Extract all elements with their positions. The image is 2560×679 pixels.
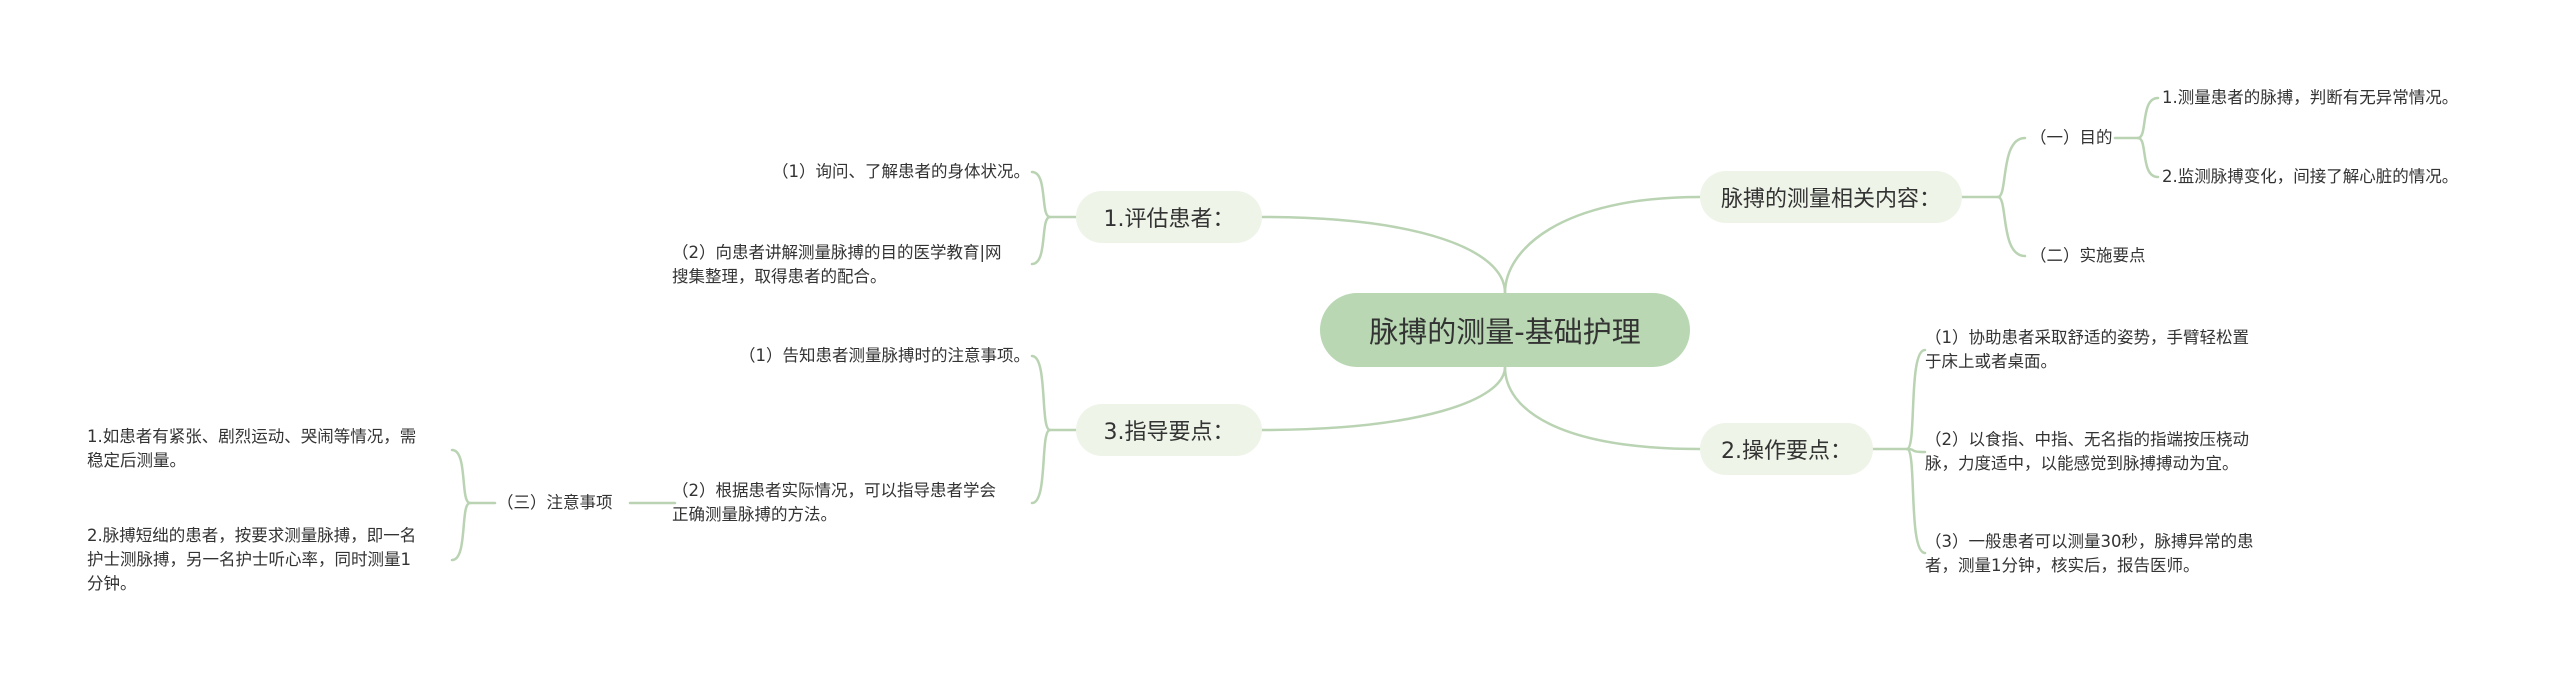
leaf-notes-1[interactable]: 1.如患者有紧张、剧烈运动、哭闹等情况，需 稳定后测量。 xyxy=(87,425,416,473)
connector-operate-3 xyxy=(1905,447,1927,555)
leaf-notes-2-line-3: 分钟。 xyxy=(87,574,137,593)
connector-notes-2 xyxy=(450,501,472,562)
connector-guide-2 xyxy=(1030,428,1052,505)
leaf-purpose-1-label: 1.测量患者的脉搏，判断有无异常情况。 xyxy=(2162,88,2459,107)
leaf-op-3-line-1: （3）一般患者可以测量30秒，脉搏异常的患 xyxy=(1925,532,2254,551)
branch-operate[interactable]: 2.操作要点： xyxy=(1700,423,1873,475)
branch-guide-label: 3.指导要点： xyxy=(1103,420,1235,445)
branch-content[interactable]: 脉搏的测量相关内容： xyxy=(1700,171,1962,223)
leaf-notes-label: （三）注意事项 xyxy=(497,493,613,512)
leaf-purpose-2[interactable]: 2.监测脉搏变化，间接了解心脏的情况。 xyxy=(2162,165,2458,189)
connector-operate-1 xyxy=(1905,348,1927,451)
branch-operate-label: 2.操作要点： xyxy=(1721,439,1852,464)
leaf-guide-2[interactable]: （2）根据患者实际情况，可以指导患者学会 正确测量脉搏的方法。 xyxy=(672,479,996,527)
connector-purpose-1 xyxy=(2136,96,2160,140)
leaf-guide-1[interactable]: （1）告知患者测量脉搏时的注意事项。 xyxy=(660,344,1030,368)
leaf-implement-label: （二）实施要点 xyxy=(2030,246,2146,265)
connector-content-purpose xyxy=(1996,136,2027,199)
leaf-assess-2-line-2: 搜集整理，取得患者的配合。 xyxy=(672,267,887,286)
connector-assess-2 xyxy=(1030,215,1052,266)
leaf-op-2-line-2: 脉，力度适中，以能感觉到脉搏搏动为宜。 xyxy=(1925,454,2239,473)
branch-content-label: 脉搏的测量相关内容： xyxy=(1720,187,1941,212)
leaf-op-2-line-1: （2）以食指、中指、无名指的指端按压桡动 xyxy=(1925,430,2249,449)
connector-root-operate xyxy=(1503,365,1702,451)
leaf-purpose-label: （一）目的 xyxy=(2030,128,2113,147)
leaf-notes-2-line-2: 护士测脉搏，另一名护士听心率，同时测量1 xyxy=(87,550,411,569)
branch-assess-label: 1.评估患者： xyxy=(1103,207,1235,232)
leaf-guide-2-line-2: 正确测量脉搏的方法。 xyxy=(672,505,837,524)
connector-content-implement xyxy=(1996,195,2027,258)
leaf-notes-1-line-2: 稳定后测量。 xyxy=(87,451,186,470)
leaf-guide-1-label: （1）告知患者测量脉搏时的注意事项。 xyxy=(739,346,1030,365)
branch-assess[interactable]: 1.评估患者： xyxy=(1076,191,1262,243)
root-topic[interactable]: 脉搏的测量-基础护理 xyxy=(1320,293,1690,367)
connector-assess-1 xyxy=(1030,170,1052,219)
leaf-guide-2-line-1: （2）根据患者实际情况，可以指导患者学会 xyxy=(672,481,996,500)
branch-guide[interactable]: 3.指导要点： xyxy=(1076,404,1262,456)
root-topic-label: 脉搏的测量-基础护理 xyxy=(1369,315,1641,349)
connector-purpose-2 xyxy=(2136,136,2160,179)
leaf-purpose-2-label: 2.监测脉搏变化，间接了解心脏的情况。 xyxy=(2162,167,2459,186)
connector-root-content xyxy=(1503,195,1702,295)
leaf-assess-1[interactable]: （1）询问、了解患者的身体状况。 xyxy=(700,160,1030,184)
leaf-op-1[interactable]: （1）协助患者采取舒适的姿势，手臂轻松置 于床上或者桌面。 xyxy=(1925,326,2249,374)
leaf-notes[interactable]: （三）注意事项 xyxy=(497,491,613,515)
leaf-assess-2-line-1: （2）向患者讲解测量脉搏的目的医学教育|网 xyxy=(672,243,1002,262)
connector-notes-1 xyxy=(450,448,472,505)
leaf-notes-2-line-1: 2.脉搏短绌的患者，按要求测量脉搏，即一名 xyxy=(87,526,417,545)
leaf-assess-2[interactable]: （2）向患者讲解测量脉搏的目的医学教育|网 搜集整理，取得患者的配合。 xyxy=(672,241,1002,289)
leaf-purpose-1[interactable]: 1.测量患者的脉搏，判断有无异常情况。 xyxy=(2162,86,2458,110)
leaf-notes-2[interactable]: 2.脉搏短绌的患者，按要求测量脉搏，即一名 护士测脉搏，另一名护士听心率，同时测… xyxy=(87,524,416,596)
leaf-op-3[interactable]: （3）一般患者可以测量30秒，脉搏异常的患 者，测量1分钟，核实后，报告医师。 xyxy=(1925,530,2254,578)
connector-root-guide xyxy=(1260,365,1507,432)
connector-guide-1 xyxy=(1030,354,1052,432)
leaf-op-1-line-1: （1）协助患者采取舒适的姿势，手臂轻松置 xyxy=(1925,328,2249,347)
leaf-assess-1-label: （1）询问、了解患者的身体状况。 xyxy=(772,162,1030,181)
leaf-implement[interactable]: （二）实施要点 xyxy=(2030,244,2146,268)
leaf-notes-1-line-1: 1.如患者有紧张、剧烈运动、哭闹等情况，需 xyxy=(87,427,417,446)
leaf-op-3-line-2: 者，测量1分钟，核实后，报告医师。 xyxy=(1925,556,2200,575)
leaf-purpose[interactable]: （一）目的 xyxy=(2030,126,2113,150)
leaf-op-1-line-2: 于床上或者桌面。 xyxy=(1925,352,2057,371)
connector-root-assess xyxy=(1260,215,1507,295)
leaf-op-2[interactable]: （2）以食指、中指、无名指的指端按压桡动 脉，力度适中，以能感觉到脉搏搏动为宜。 xyxy=(1925,428,2249,476)
